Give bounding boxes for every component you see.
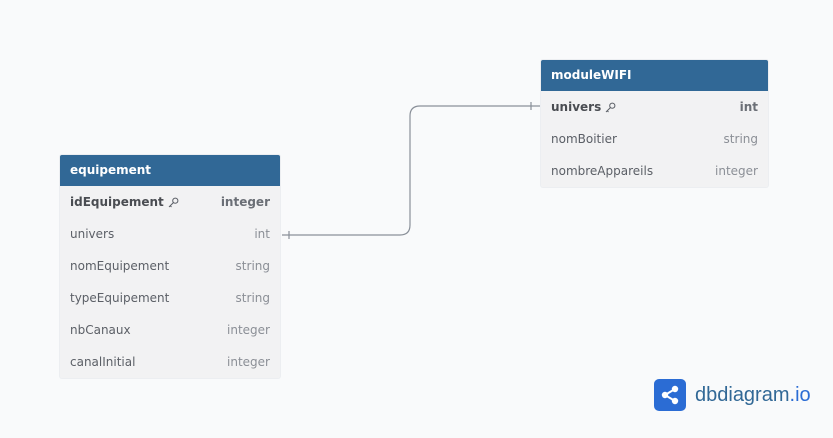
relationship-line[interactable] — [282, 105, 541, 236]
table-row[interactable]: nombreAppareils integer — [541, 155, 768, 187]
field-name: univers — [70, 227, 115, 241]
field-type: integer — [715, 164, 758, 178]
field-name: nombreAppareils — [551, 164, 654, 178]
table-row[interactable]: typeEquipement string — [60, 282, 280, 314]
field-name: idEquipement — [70, 195, 164, 209]
field-type: string — [723, 132, 758, 146]
table-moduleWIFI[interactable]: moduleWIFI univers int nomBoitier string… — [541, 60, 768, 187]
field-name: nomEquipement — [70, 259, 170, 273]
key-icon — [168, 197, 179, 208]
field-type: integer — [220, 195, 270, 209]
field-name-cell: univers — [551, 100, 616, 114]
table-header[interactable]: equipement — [60, 155, 280, 186]
field-type: integer — [227, 323, 270, 337]
field-type: int — [739, 100, 758, 114]
table-row[interactable]: idEquipement integer — [60, 186, 280, 218]
field-type: string — [235, 291, 270, 305]
field-name: typeEquipement — [70, 291, 170, 305]
share-icon — [654, 379, 686, 411]
field-name: univers — [551, 100, 602, 114]
brand-name-main: dbdiagram — [695, 383, 790, 406]
field-type: string — [235, 259, 270, 273]
table-equipement[interactable]: equipement idEquipement integer univers … — [60, 155, 280, 378]
table-row[interactable]: nomEquipement string — [60, 250, 280, 282]
field-name-cell: idEquipement — [70, 195, 179, 209]
field-name: nbCanaux — [70, 323, 131, 337]
field-type: integer — [227, 355, 270, 369]
key-icon — [605, 102, 616, 113]
field-type: int — [254, 227, 270, 241]
table-header[interactable]: moduleWIFI — [541, 60, 768, 91]
field-name: nomBoitier — [551, 132, 617, 146]
table-row[interactable]: univers int — [60, 218, 280, 250]
table-row[interactable]: nomBoitier string — [541, 123, 768, 155]
brand-logo[interactable]: dbdiagram.io — [654, 379, 811, 411]
brand-name: dbdiagram.io — [695, 384, 811, 407]
field-name: canalInitial — [70, 355, 136, 369]
brand-tld: .io — [789, 383, 811, 406]
table-row[interactable]: canalInitial integer — [60, 346, 280, 378]
table-row[interactable]: univers int — [541, 91, 768, 123]
table-row[interactable]: nbCanaux integer — [60, 314, 280, 346]
